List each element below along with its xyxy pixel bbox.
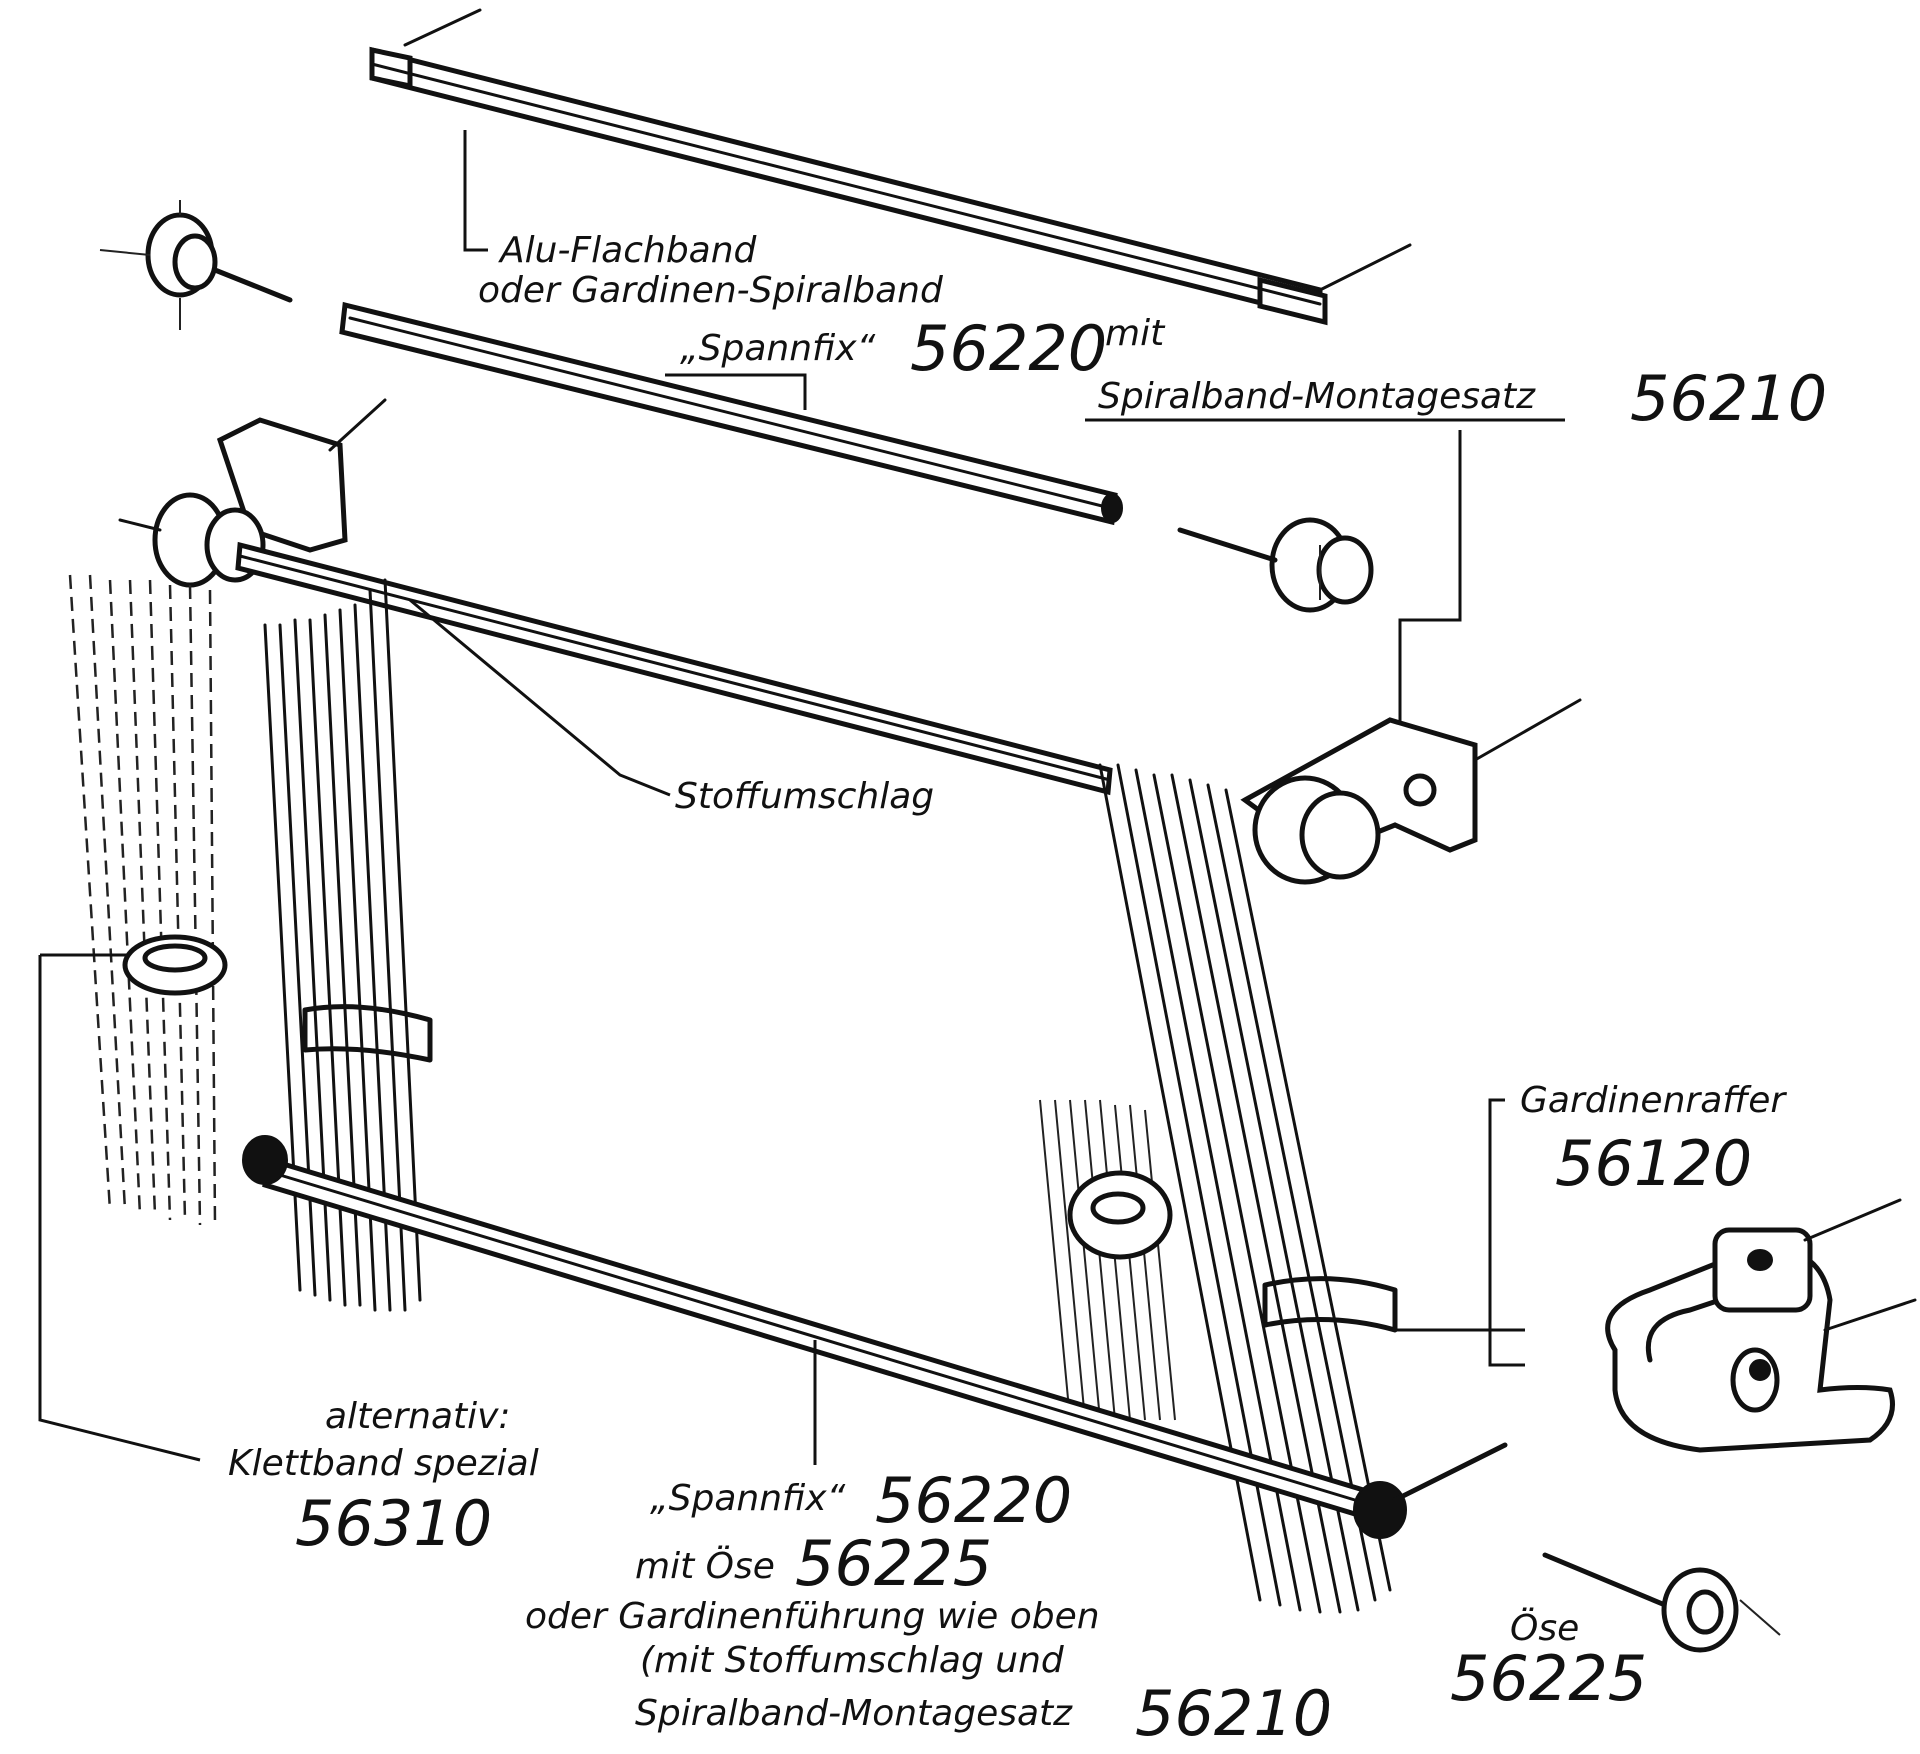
label-gardinen-spiralband: oder Gardinen-Spiralband — [478, 270, 944, 311]
label-klettband-spezial: Klettband spezial — [228, 1443, 539, 1484]
label-spannfix-top-suffix: mit — [1105, 313, 1166, 354]
leader-lines — [38, 130, 1565, 1465]
label-spannfix-bottom-number: 56220 — [875, 1464, 1072, 1537]
main-rod — [235, 541, 1113, 796]
label-klettband-number: 56310 — [295, 1487, 492, 1560]
label-montagesatz-bottom-close: ) — [1315, 1696, 1332, 1737]
oese-screw — [1542, 1552, 1781, 1653]
bottom-rod — [242, 1135, 1508, 1539]
label-mit-oese-number: 56225 — [795, 1527, 992, 1600]
label-stoffumschlag: Stoffumschlag — [675, 776, 934, 817]
label-oder-gardinenfuehrung: oder Gardinenführung wie oben — [525, 1596, 1100, 1637]
label-spiralband-montagesatz-bottom: Spiralband-Montagesatz — [635, 1693, 1073, 1734]
top-left-knob — [99, 200, 293, 330]
alu-flat-band — [369, 8, 1412, 326]
label-alternativ: alternativ: — [325, 1396, 511, 1437]
label-mit-stoffumschlag: (mit Stoffumschlag und — [640, 1640, 1065, 1681]
middle-small-curtain — [1039, 1099, 1176, 1421]
label-oese-number: 56225 — [1450, 1642, 1647, 1715]
label-spannfix-bottom: „Spannfix“ — [650, 1478, 846, 1519]
label-montagesatz-number: 56210 — [1630, 362, 1827, 435]
right-bracket — [1240, 698, 1582, 885]
gardinenraffer-hook — [1605, 1198, 1917, 1453]
label-spiralband-montagesatz: Spiralband-Montagesatz — [1098, 376, 1536, 417]
top-rod — [339, 301, 1123, 526]
label-gardinenraffer: Gardinenraffer — [1520, 1080, 1787, 1121]
label-alu-flachband: Alu-Flachband — [498, 230, 758, 271]
right-knob — [1177, 517, 1374, 613]
label-spannfix-top-number: 56220 — [910, 312, 1107, 385]
label-gardinenraffer-number: 56120 — [1555, 1127, 1752, 1200]
left-dashed-curtain — [68, 574, 228, 1226]
label-montagesatz-bottom-number: 56210 — [1135, 1677, 1332, 1750]
label-spannfix-top: „Spannfix“ — [680, 328, 876, 369]
label-mit-oese: mit Öse — [635, 1545, 775, 1587]
upper-left-bracket — [118, 398, 387, 588]
label-oese: Öse — [1510, 1607, 1579, 1649]
